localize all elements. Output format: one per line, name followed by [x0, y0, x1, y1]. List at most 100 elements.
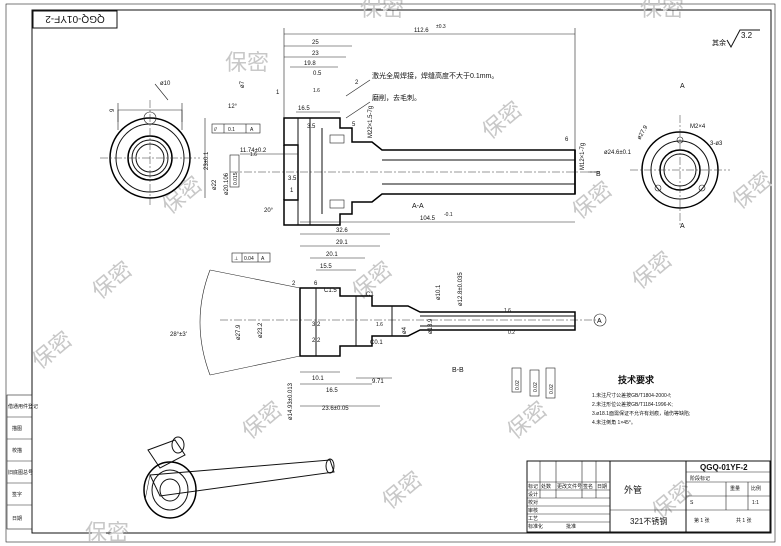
- svg-text:0.1: 0.1: [228, 127, 235, 133]
- svg-text:比例: 比例: [751, 485, 761, 492]
- watermarks: 保密 保密 保密 保密 保密 保密 保密 保密 保密 保密 保密 保密 保密 保…: [27, 0, 777, 545]
- section-bb-view: 28°±3' 104.5 -0.1 32.6 29.1 20.1 15.5 6 …: [170, 212, 607, 420]
- svg-text:保密: 保密: [360, 0, 404, 21]
- svg-text:处数: 处数: [541, 483, 551, 490]
- svg-text:ø20.106: ø20.106: [224, 172, 230, 195]
- svg-text:A: A: [680, 83, 685, 90]
- left-stamp-column: 借通用件登记 描图 校描 旧底图总号 签字 日期: [6, 394, 38, 530]
- svg-text:ø27.9: ø27.9: [236, 324, 242, 340]
- title-block: 标记 处数 更改文件号 签名 日期 设计 校对 审核 工艺 标准化 批准 外管 …: [526, 460, 771, 533]
- svg-text:28°±3': 28°±3': [170, 332, 187, 338]
- svg-text:0.02: 0.02: [533, 382, 539, 392]
- svg-text:A: A: [250, 127, 254, 133]
- svg-text:5: 5: [352, 122, 356, 128]
- svg-text:QGQ-01YF-2: QGQ-01YF-2: [45, 13, 105, 24]
- svg-text:0.5: 0.5: [313, 71, 322, 77]
- svg-text:校对: 校对: [528, 499, 538, 506]
- svg-text:3.2: 3.2: [741, 31, 753, 40]
- svg-text:10.1: 10.1: [312, 376, 324, 382]
- roughness-symbol: 其余 3.2: [712, 29, 760, 49]
- svg-text:12°: 12°: [228, 104, 238, 110]
- svg-text:23.6±0.05: 23.6±0.05: [322, 406, 349, 412]
- svg-text:0.015: 0.015: [233, 172, 239, 185]
- svg-text:23: 23: [312, 51, 319, 57]
- svg-text:1:1: 1:1: [752, 500, 759, 506]
- svg-text:16.5: 16.5: [326, 388, 338, 394]
- tech-requirements: 技术要求 1.未注尺寸公差按GB/T1804-2000-f; 2.未注形位公差按…: [592, 374, 690, 426]
- svg-text:16.5: 16.5: [298, 106, 310, 112]
- svg-text:日期: 日期: [12, 516, 22, 522]
- section-aa-view: 112.6 ±0.3 25 23 19.8 16.5 0.5 1.6 1 2 1…: [211, 24, 685, 230]
- svg-text:保密: 保密: [502, 396, 552, 443]
- svg-text:29.1: 29.1: [336, 240, 348, 246]
- end-view-right: ø27.9 ø24.6±0.1 3-ø3 M2×4: [604, 115, 730, 225]
- svg-text:-0.1: -0.1: [444, 212, 453, 218]
- svg-text:20°: 20°: [264, 208, 274, 214]
- inner-frame: [31, 9, 772, 534]
- svg-text:保密: 保密: [225, 50, 269, 75]
- svg-text:2.未注形位公差按GB/T1184-1996-K;: 2.未注形位公差按GB/T1184-1996-K;: [592, 401, 673, 408]
- svg-text:9: 9: [110, 108, 116, 112]
- svg-text:B: B: [596, 171, 601, 178]
- svg-text:1.6: 1.6: [376, 322, 383, 328]
- svg-text:2.2: 2.2: [312, 338, 321, 344]
- svg-text:ø12.8±0.035: ø12.8±0.035: [458, 272, 464, 306]
- svg-text:ø14.93±0.013: ø14.93±0.013: [288, 382, 294, 420]
- end-view-left: 9 ø10 23±0.1: [100, 81, 210, 205]
- svg-text:1.6: 1.6: [313, 88, 320, 94]
- svg-text:其余: 其余: [712, 38, 726, 47]
- svg-text:32.6: 32.6: [336, 228, 348, 234]
- svg-text:保密: 保密: [627, 246, 677, 293]
- svg-text:25: 25: [312, 40, 319, 46]
- svg-text:激光全周焊接，焊缝高度不大于0.1mm。: 激光全周焊接，焊缝高度不大于0.1mm。: [372, 71, 498, 80]
- svg-text:1: 1: [290, 188, 294, 194]
- svg-text:保密: 保密: [377, 466, 427, 513]
- svg-text:保密: 保密: [237, 396, 287, 443]
- svg-text:0.04: 0.04: [244, 256, 254, 262]
- svg-text:保密: 保密: [27, 326, 77, 373]
- svg-text:重量: 重量: [730, 485, 740, 492]
- svg-text:1.未注尺寸公差按GB/T1804-2000-f;: 1.未注尺寸公差按GB/T1804-2000-f;: [592, 392, 671, 399]
- svg-text:更改文件号: 更改文件号: [557, 483, 582, 490]
- svg-text:描图: 描图: [12, 425, 22, 432]
- svg-text:签名: 签名: [583, 483, 593, 490]
- svg-text:0.02: 0.02: [549, 384, 555, 394]
- isometric-view: [143, 436, 335, 519]
- svg-text:A: A: [597, 318, 602, 325]
- svg-text:工艺: 工艺: [528, 516, 538, 522]
- svg-text:保密: 保密: [85, 520, 129, 545]
- svg-text:15.5: 15.5: [320, 264, 332, 270]
- svg-text:112.6: 112.6: [414, 28, 429, 34]
- svg-text:19.8: 19.8: [304, 61, 316, 67]
- svg-text:23±0.1: 23±0.1: [204, 151, 210, 170]
- svg-text:标准化: 标准化: [528, 523, 543, 530]
- svg-text:保密: 保密: [477, 96, 527, 143]
- svg-text:⊥: ⊥: [234, 256, 238, 262]
- svg-text:ø24.6±0.1: ø24.6±0.1: [604, 150, 632, 156]
- svg-text:±0.3: ±0.3: [436, 24, 446, 30]
- svg-text:ø7: ø7: [240, 80, 246, 88]
- svg-text:批准: 批准: [566, 523, 576, 530]
- svg-text:0.02: 0.02: [515, 380, 521, 390]
- svg-text:3.2: 3.2: [312, 322, 321, 328]
- svg-text:审核: 审核: [528, 507, 538, 514]
- svg-text:共 1 张: 共 1 张: [736, 517, 752, 524]
- svg-text:保密: 保密: [87, 256, 137, 303]
- svg-text:外管: 外管: [624, 484, 642, 495]
- svg-text:A: A: [261, 256, 265, 262]
- svg-text:C0.1: C0.1: [370, 340, 383, 346]
- outer-frame: [5, 3, 776, 543]
- svg-text:M2×4: M2×4: [690, 124, 706, 130]
- svg-text:设计: 设计: [528, 491, 538, 498]
- svg-text:标记: 标记: [528, 483, 538, 490]
- svg-text:104.5: 104.5: [420, 216, 436, 222]
- svg-text:3-ø3: 3-ø3: [710, 141, 723, 147]
- svg-text:QGQ-01YF-2: QGQ-01YF-2: [700, 463, 748, 472]
- svg-text:借通用件登记: 借通用件登记: [8, 403, 38, 410]
- svg-text:第 1 张: 第 1 张: [694, 517, 710, 524]
- svg-text:2: 2: [355, 80, 359, 86]
- svg-text:S: S: [690, 500, 694, 506]
- svg-text:321不锈钢: 321不锈钢: [630, 516, 667, 526]
- svg-text:M22×1.5-7g: M22×1.5-7g: [368, 106, 374, 138]
